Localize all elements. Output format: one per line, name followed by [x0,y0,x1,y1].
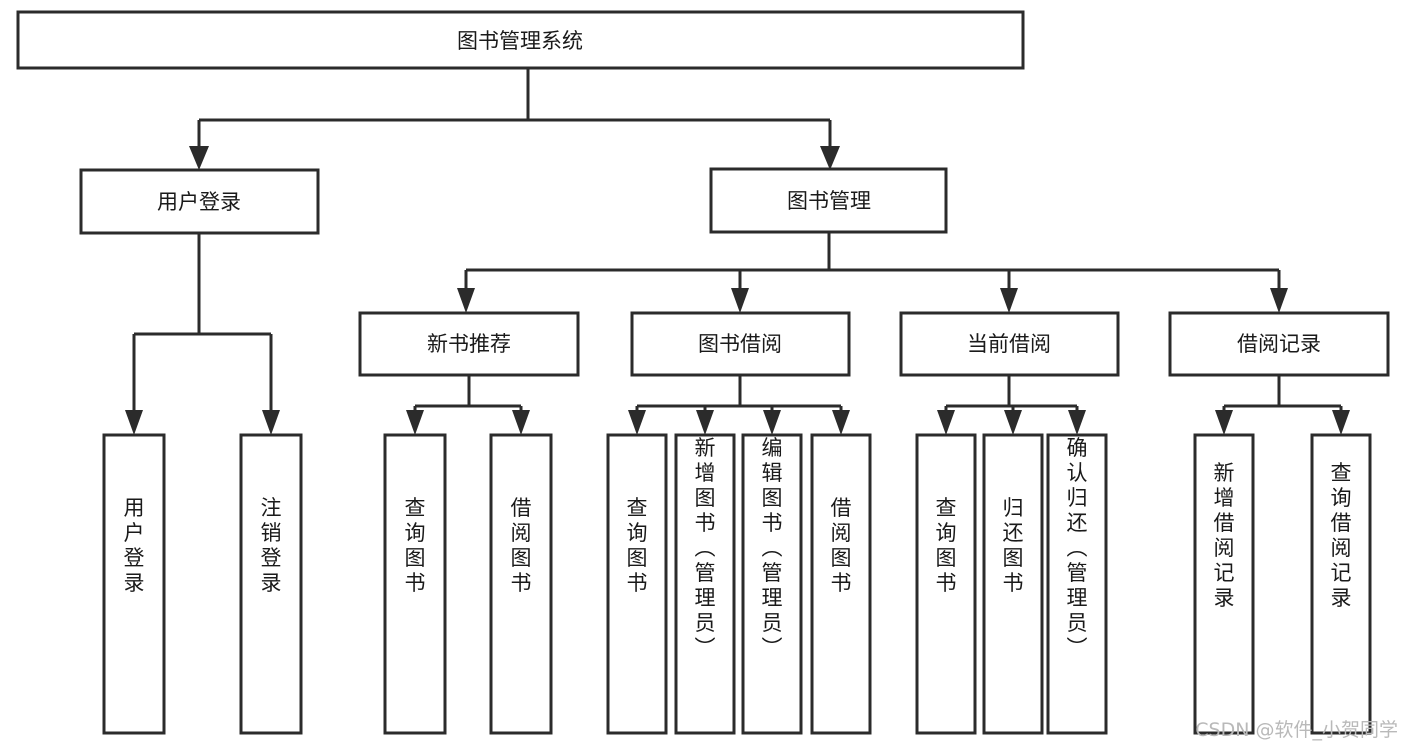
leaf-bb-query-book-box[interactable] [606,433,668,735]
arrowhead-user-login [189,146,209,170]
arrowhead-book-borrow [731,288,749,313]
leaf-bb-borrow-book-label: 借阅图书 [831,496,852,595]
edges-bookmanage-to-level2 [457,232,1288,313]
arrowhead-bb-borrow [832,410,850,435]
leaf-bb-add-book[interactable]: 新增图书︵管理员︶ [674,433,736,735]
leaf-user-login-box[interactable] [102,433,166,735]
leaf-cb-query-book[interactable]: 查询图书 [915,433,977,735]
edges-currentborrow-to-leaves [937,375,1086,435]
arrowhead-cb-query [937,410,955,435]
arrowhead-cb-return [1004,410,1022,435]
leaf-bb-borrow-book[interactable]: 借阅图书 [810,433,872,735]
node-borrow-record[interactable]: 借阅记录 [1168,311,1390,377]
arrowhead-nb-query [406,410,424,435]
node-user-login[interactable]: 用户登录 [79,168,320,235]
leaf-user-login-label: 用户登录 [124,496,145,595]
leaf-logout[interactable]: 注销登录 [239,433,303,735]
node-new-book-recommend[interactable]: 新书推荐 [358,311,580,377]
leaf-br-query-record-label: 查询借阅记录 [1331,461,1352,610]
leaf-bb-edit-book-box[interactable] [741,433,803,735]
node-root-box[interactable] [16,10,1025,70]
leaf-bb-edit-book[interactable]: 编辑图书︵管理员︶ [741,433,803,735]
arrowhead-nb-borrow [512,410,530,435]
node-new-book-recommend-box[interactable] [358,311,580,377]
node-book-borrow-label: 图书借阅 [698,332,782,356]
edges-newbook-to-leaves [406,375,530,435]
leaf-bb-add-book-label: 新增图书︵管理员︶ [695,436,716,660]
node-user-login-box[interactable] [79,168,320,235]
node-book-management[interactable]: 图书管理 [709,167,948,234]
leaf-nb-query-book-box[interactable] [383,433,447,735]
arrowhead-leaf-logout [262,410,280,435]
node-current-borrow-box[interactable] [899,311,1120,377]
edges-borrowrecord-to-leaves [1215,375,1350,435]
edges-userlogin-to-leaves [125,233,280,435]
arrowhead-borrow-record [1270,288,1288,313]
leaf-br-query-record-box[interactable] [1310,433,1372,735]
leaf-cb-query-book-box[interactable] [915,433,977,735]
arrowhead-br-query [1332,410,1350,435]
node-user-login-label: 用户登录 [157,190,241,214]
leaf-cb-query-book-label: 查询图书 [936,496,957,595]
leaf-nb-borrow-book-label: 借阅图书 [511,496,532,595]
leaf-bb-borrow-book-box[interactable] [810,433,872,735]
leaf-cb-return-book-label: 归还图书 [1003,496,1024,595]
node-root-label: 图书管理系统 [457,29,583,53]
leaf-cb-confirm-return-box[interactable] [1046,433,1108,735]
arrowhead-br-add [1215,410,1233,435]
arrowhead-leaf-user-login [125,410,143,435]
node-current-borrow-label: 当前借阅 [967,332,1051,356]
leaf-user-login[interactable]: 用户登录 [102,433,166,735]
arrowhead-bb-add [696,410,714,435]
leaf-bb-add-book-box[interactable] [674,433,736,735]
arrowhead-bb-query [628,410,646,435]
arrowhead-cb-confirm [1068,410,1086,435]
leaf-cb-confirm-return-label: 确认归还︵管理员︶ [1067,436,1088,660]
node-book-borrow[interactable]: 图书借阅 [630,311,851,377]
leaf-bb-query-book[interactable]: 查询图书 [606,433,668,735]
node-new-book-recommend-label: 新书推荐 [427,332,511,356]
leaf-bb-query-book-label: 查询图书 [627,496,648,595]
leaf-cb-confirm-return[interactable]: 确认归还︵管理员︶ [1046,433,1108,735]
leaf-nb-query-book-label: 查询图书 [405,496,426,595]
node-book-management-label: 图书管理 [787,189,871,213]
leaf-br-add-record-box[interactable] [1193,433,1255,735]
csdn-watermark: CSDN @软件_小贺同学 [1195,719,1398,741]
leaf-nb-borrow-book[interactable]: 借阅图书 [489,433,553,735]
edges-bookborrow-to-leaves [628,375,850,435]
leaf-br-add-record[interactable]: 新增借阅记录 [1193,433,1255,735]
leaf-nb-borrow-book-box[interactable] [489,433,553,735]
arrowhead-current-borrow [1000,288,1018,313]
leaf-logout-label: 注销登录 [261,496,282,595]
leaf-cb-return-book[interactable]: 归还图书 [982,433,1044,735]
leaf-cb-return-book-box[interactable] [982,433,1044,735]
arrowhead-new-book [457,288,475,313]
leaf-nb-query-book[interactable]: 查询图书 [383,433,447,735]
node-root[interactable]: 图书管理系统 [16,10,1025,70]
node-book-borrow-box[interactable] [630,311,851,377]
arrowhead-bb-edit [763,410,781,435]
leaf-br-query-record[interactable]: 查询借阅记录 [1310,433,1372,735]
leaf-logout-box[interactable] [239,433,303,735]
edges-root-to-level1 [189,68,840,170]
node-current-borrow[interactable]: 当前借阅 [899,311,1120,377]
node-borrow-record-box[interactable] [1168,311,1390,377]
leaf-bb-edit-book-label: 编辑图书︵管理员︶ [762,436,783,660]
node-borrow-record-label: 借阅记录 [1237,332,1321,356]
leaf-br-add-record-label: 新增借阅记录 [1214,461,1235,610]
arrowhead-book-manage [820,146,840,170]
node-book-management-box[interactable] [709,167,948,234]
